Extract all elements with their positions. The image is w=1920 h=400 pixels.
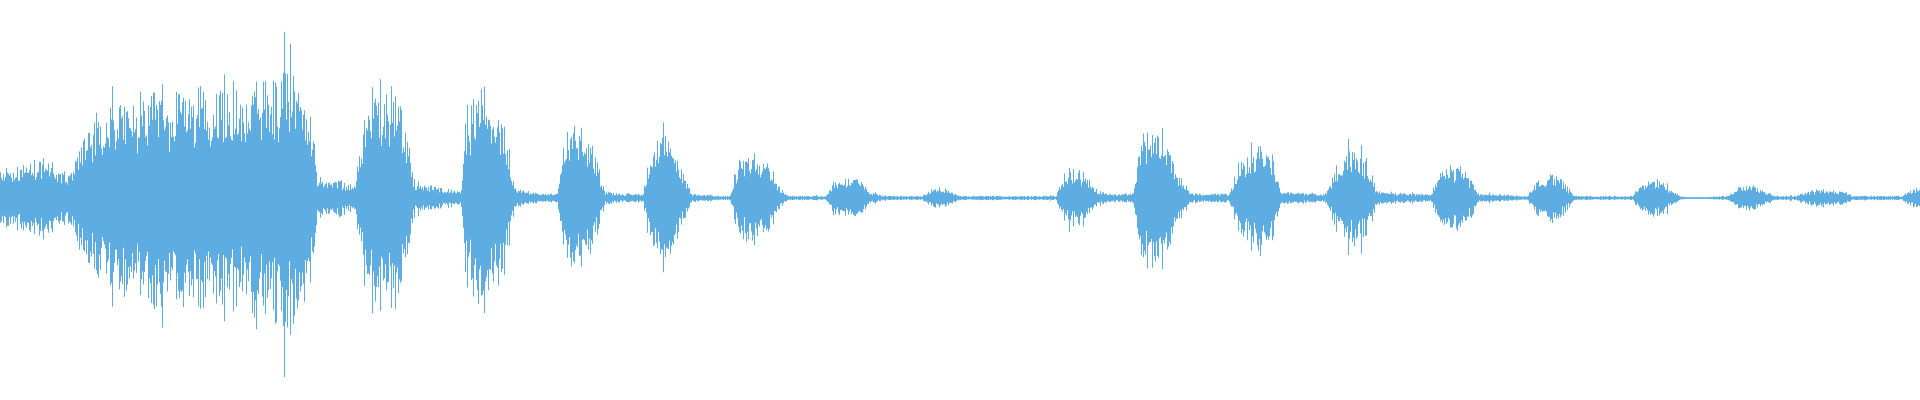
waveform-trace [0, 31, 1920, 377]
